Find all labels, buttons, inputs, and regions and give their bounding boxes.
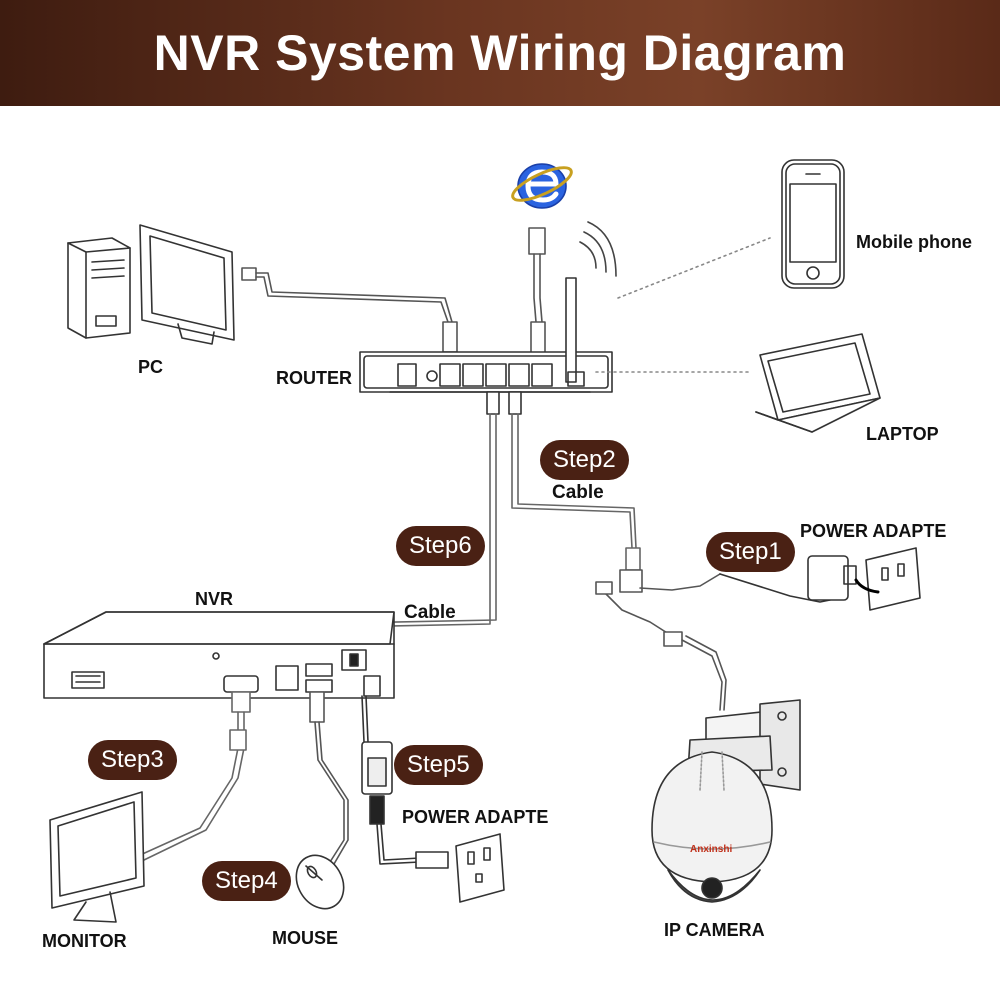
power-adapter-top (719, 547, 921, 611)
cable-label-step2: Cable (552, 482, 604, 503)
step3-badge: Step3 (88, 740, 177, 780)
title-banner: NVR System Wiring Diagram (0, 0, 1000, 106)
monitor (49, 791, 145, 923)
nvr-box (43, 611, 395, 699)
monitor-label: MONITOR (42, 931, 127, 951)
ip-camera (651, 699, 801, 903)
mouse-cable (309, 691, 349, 865)
step6-badge: Step6 (396, 526, 485, 566)
camera-pigtail (595, 569, 727, 711)
power-adapter-bottom (361, 695, 505, 903)
phone-link (617, 237, 771, 299)
mobile-phone-label: Mobile phone (856, 232, 972, 252)
pc-label: PC (138, 357, 164, 377)
step1-badge: Step1 (706, 532, 795, 572)
power-adapter-bottom-label: POWER ADAPTE (402, 807, 549, 827)
cable-label-step6: Cable (404, 602, 456, 623)
pc-tower (67, 237, 131, 339)
page-title: NVR System Wiring Diagram (153, 25, 847, 81)
mouse-label: MOUSE (272, 928, 339, 948)
mouse (295, 854, 345, 910)
step2-badge: Step2 (540, 440, 629, 480)
router-label: ROUTER (276, 368, 352, 388)
mobile-phone (781, 159, 845, 289)
laptop-label: LAPTOP (866, 424, 939, 444)
router-port-connectors (486, 391, 522, 415)
pc-monitor (139, 224, 235, 345)
nvr-label: NVR (195, 589, 234, 609)
wifi-signal-icon (579, 221, 617, 277)
step4-badge: Step4 (202, 861, 291, 901)
browser-e-icon (511, 163, 573, 209)
pc-router-cable (241, 267, 458, 353)
laptop (755, 333, 881, 433)
vga-cable (137, 691, 251, 861)
power-adapter-top-label: POWER ADAPTE (800, 521, 947, 541)
internet-cable (528, 227, 546, 355)
ip-camera-label: IP CAMERA (664, 920, 765, 940)
camera-brand: Anxinshi (690, 844, 732, 855)
router (359, 277, 613, 393)
step5-badge: Step5 (394, 745, 483, 785)
